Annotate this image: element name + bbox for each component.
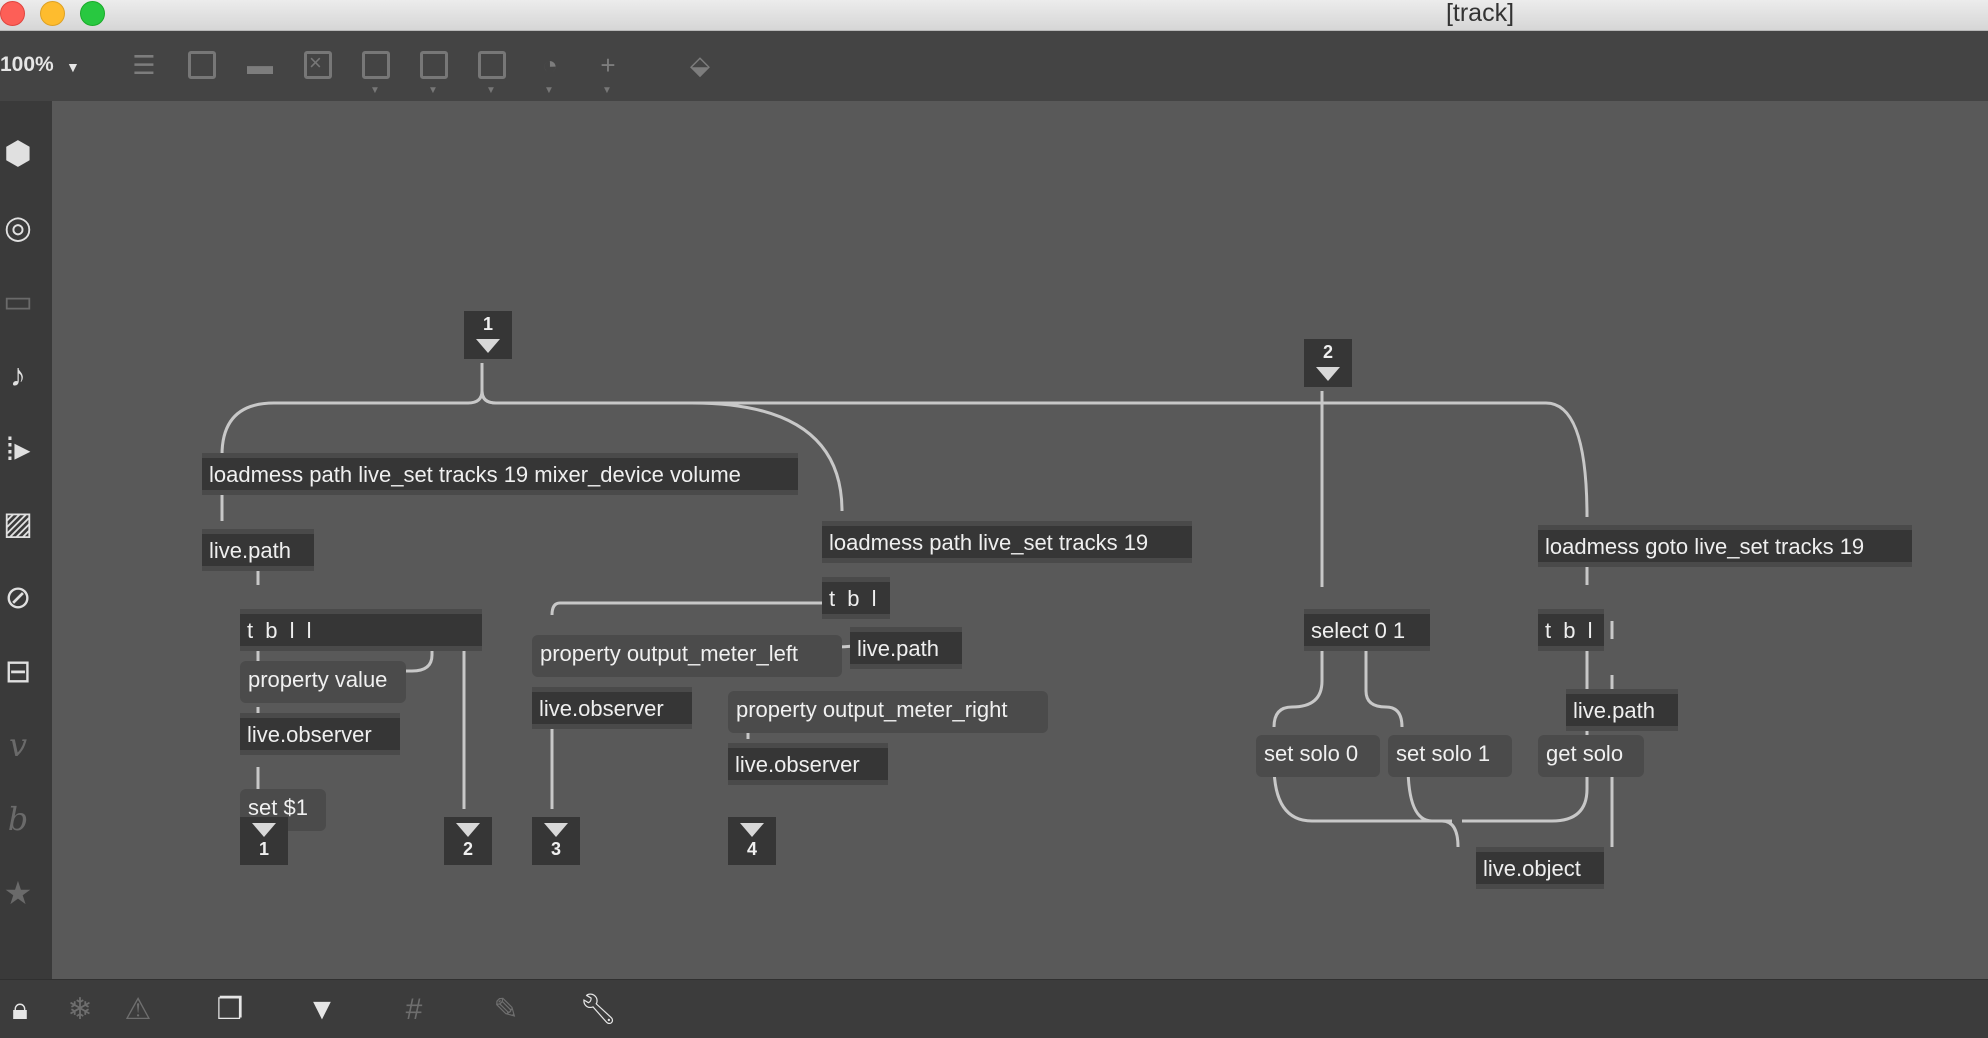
live-path-object[interactable]: live.path (202, 529, 314, 571)
outlet-3[interactable]: 3 (532, 817, 580, 865)
vimeo-icon[interactable]: v (8, 726, 28, 764)
toggle-icon[interactable]: × (304, 50, 332, 79)
bpatcher-icon[interactable]: b (7, 800, 29, 838)
loadmess-volume-object[interactable]: loadmess path live_set tracks 19 mixer_d… (202, 453, 798, 495)
outlet-1[interactable]: 1 (240, 817, 288, 865)
device-icon[interactable]: ▭ (2, 283, 34, 319)
patcher-canvas[interactable]: 1 2 loadmess path live_set tracks 19 mix… (52, 101, 1988, 979)
live-object-object[interactable]: live.object (1476, 847, 1604, 889)
package-icon[interactable]: ⬢ (4, 135, 32, 171)
snap-icon[interactable]: ✎ (493, 993, 519, 1026)
chevron-down-icon[interactable]: ▼ (66, 59, 80, 75)
chevron-down-icon[interactable]: ▼ (428, 85, 438, 96)
grid-icon[interactable]: # (405, 993, 423, 1026)
set-solo-0-message[interactable]: set solo 0 (1256, 735, 1380, 777)
outlet-arrow-icon (544, 823, 568, 837)
slider-icon[interactable] (478, 51, 506, 79)
patch-cords (220, 363, 1614, 848)
chevron-down-icon[interactable]: ▼ (370, 85, 380, 96)
chevron-down-icon[interactable]: ▼ (486, 85, 496, 96)
set-solo-1-message[interactable]: set solo 1 (1388, 735, 1512, 777)
windows-icon[interactable]: ❐ (216, 993, 244, 1026)
target-icon[interactable]: ◎ (4, 209, 32, 245)
add-icon[interactable]: + (600, 50, 616, 80)
inlet-arrow-icon (1316, 367, 1340, 381)
close-window-button[interactable] (0, 1, 25, 26)
zoom-window-button[interactable] (80, 1, 105, 26)
button-icon[interactable] (362, 51, 390, 79)
property-value-message[interactable]: property value (240, 661, 406, 703)
trigger-object[interactable]: t b l (822, 577, 890, 619)
clip-icon[interactable]: ⊘ (4, 579, 32, 615)
property-meter-left-message[interactable]: property output_meter_left (532, 635, 842, 677)
lock-icon[interactable]: 🔒︎ (12, 993, 28, 1026)
object-icon[interactable]: ☰ (132, 50, 156, 80)
toolbar: 100% ▼ ☰ ▬ × ▼ ▼ ▼ ◔ ▼ + ▼ ⬙ (0, 31, 1988, 101)
live-observer-object[interactable]: live.observer (240, 713, 400, 755)
outlet-2[interactable]: 2 (444, 817, 492, 865)
image-icon[interactable]: ▨ (2, 505, 34, 541)
bottom-toolbar: 🔒︎ ❄ ⚠ ❐ ▼ # ✎ 🔧︎ (0, 979, 1988, 1038)
chevron-down-icon[interactable]: ▼ (544, 85, 554, 96)
trigger-object[interactable]: t b l l (240, 609, 482, 651)
outlet-arrow-icon (456, 823, 480, 837)
select-object[interactable]: select 0 1 (1304, 609, 1430, 651)
paint-bucket-icon[interactable]: ⬙ (690, 50, 710, 80)
arrangement-icon[interactable]: ⁞▸ (5, 431, 31, 467)
minimize-window-button[interactable] (40, 1, 65, 26)
loadmess-tracks-object[interactable]: loadmess path live_set tracks 19 (822, 521, 1192, 563)
get-solo-message[interactable]: get solo (1538, 735, 1644, 777)
cord[interactable] (550, 596, 844, 616)
bang-icon[interactable] (420, 51, 448, 79)
property-meter-right-message[interactable]: property output_meter_right (728, 691, 1048, 733)
live-path-object[interactable]: live.path (1566, 689, 1678, 731)
cord[interactable] (1364, 621, 1404, 728)
outlet-arrow-icon (740, 823, 764, 837)
cord[interactable] (1272, 764, 1460, 848)
note-icon[interactable]: ♪ (10, 357, 26, 393)
warning-icon[interactable]: ⚠ (124, 993, 152, 1026)
wrench-icon[interactable]: 🔧︎ (578, 993, 618, 1026)
outlet-arrow-icon (252, 823, 276, 837)
zoom-level[interactable]: 100% (0, 53, 54, 76)
live-observer-object[interactable]: live.observer (532, 687, 692, 729)
inlet-arrow-icon (476, 339, 500, 353)
trigger-object[interactable]: t b l (1538, 609, 1604, 651)
window-title: [track] (1445, 0, 1515, 27)
cord[interactable] (220, 363, 484, 456)
freeze-icon[interactable]: ❄ (67, 993, 93, 1026)
left-sidebar: ⬢ ◎ ▭ ♪ ⁞▸ ▨ ⊘ ⊟ v b ★ (0, 101, 52, 979)
live-observer-object[interactable]: live.observer (728, 743, 888, 785)
cord[interactable] (1272, 621, 1324, 728)
chevron-down-icon[interactable]: ▼ (602, 85, 612, 96)
comment-icon[interactable]: ▬ (247, 50, 273, 80)
cord[interactable] (1462, 621, 1589, 823)
star-icon[interactable]: ★ (3, 875, 33, 911)
message-icon[interactable] (188, 51, 216, 79)
plug-icon[interactable]: ⊟ (4, 653, 32, 689)
inlet-1[interactable]: 1 (464, 311, 512, 359)
presentation-icon[interactable]: ▼ (307, 993, 337, 1026)
dial-icon[interactable]: ◔ (542, 50, 558, 80)
loadmess-goto-object[interactable]: loadmess goto live_set tracks 19 (1538, 525, 1912, 567)
live-path-object[interactable]: live.path (850, 627, 962, 669)
inlet-2[interactable]: 2 (1304, 339, 1352, 387)
title-bar: [track] (0, 0, 1988, 31)
cord[interactable] (480, 390, 1589, 518)
outlet-4[interactable]: 4 (728, 817, 776, 865)
